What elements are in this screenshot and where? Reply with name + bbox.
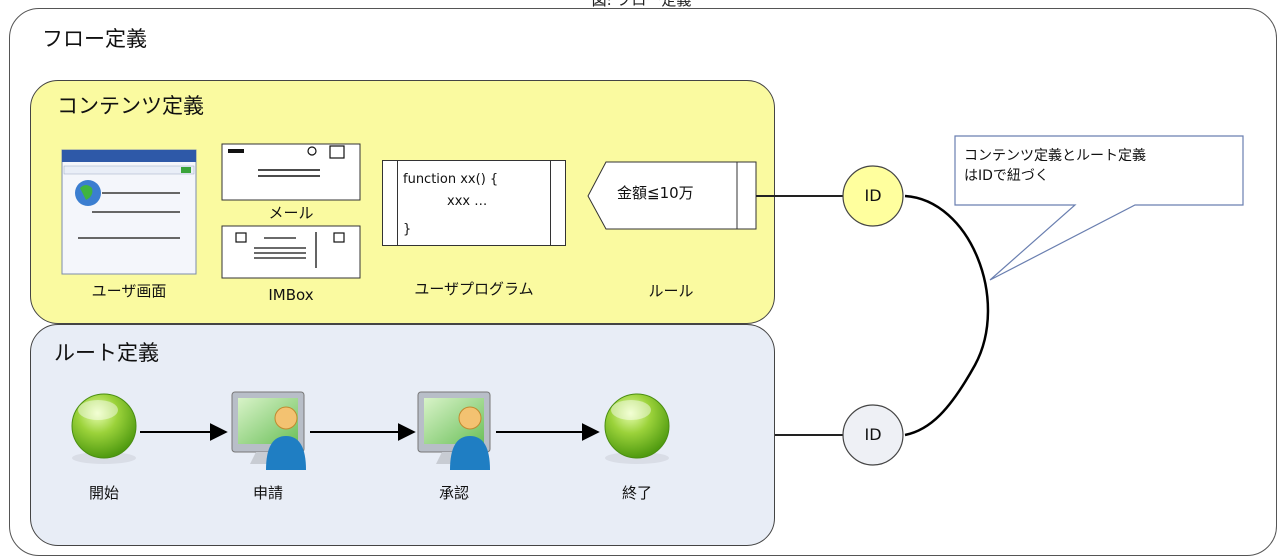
start-node-label: 開始	[88, 484, 119, 502]
id-link-curve	[904, 194, 990, 437]
callout-text: コンテンツ定義とルート定義 はIDで紐づく	[964, 146, 1234, 186]
code-right-bar	[550, 161, 565, 245]
callout-bubble	[954, 135, 1244, 281]
id-label-top: ID	[864, 186, 882, 205]
mail-icon	[221, 143, 361, 201]
end-node-label: 終了	[621, 484, 652, 502]
code-line-3: }	[403, 222, 412, 237]
figure-caption: 図: フロー定義	[591, 0, 692, 9]
end-node-icon	[604, 393, 670, 464]
approve-user-icon	[417, 391, 491, 470]
mail-label: メール	[268, 204, 314, 222]
code-left-bar	[383, 161, 398, 245]
rule-label: ルール	[648, 282, 694, 300]
route-definition-title: ルート定義	[54, 341, 159, 365]
start-node-icon	[71, 393, 137, 464]
apply-user-icon	[231, 391, 306, 470]
apply-node-label: 申請	[252, 484, 283, 502]
user-program-label: ユーザプログラム	[414, 280, 534, 298]
imbox-icon	[221, 225, 361, 279]
content-definition-title: コンテンツ定義	[57, 94, 204, 118]
id-label-bottom: ID	[864, 425, 882, 444]
rule-shape	[587, 161, 757, 230]
user-screen-icon	[61, 149, 197, 275]
callout-line-1: コンテンツ定義とルート定義	[964, 148, 1146, 164]
id-circle-top	[842, 165, 904, 227]
approve-node-label: 承認	[438, 484, 469, 502]
code-line-2: xxx …	[447, 194, 488, 209]
user-screen-label: ユーザ画面	[91, 282, 167, 300]
callout-line-2: はIDで紐づく	[964, 168, 1049, 184]
user-program-box	[382, 160, 566, 246]
id-circle-bottom	[842, 404, 904, 466]
flow-definition-title: フロー定義	[42, 27, 147, 51]
rule-text: 金額≦10万	[617, 184, 694, 202]
imbox-label: IMBox	[268, 286, 314, 304]
code-line-1: function xx() {	[403, 172, 499, 187]
